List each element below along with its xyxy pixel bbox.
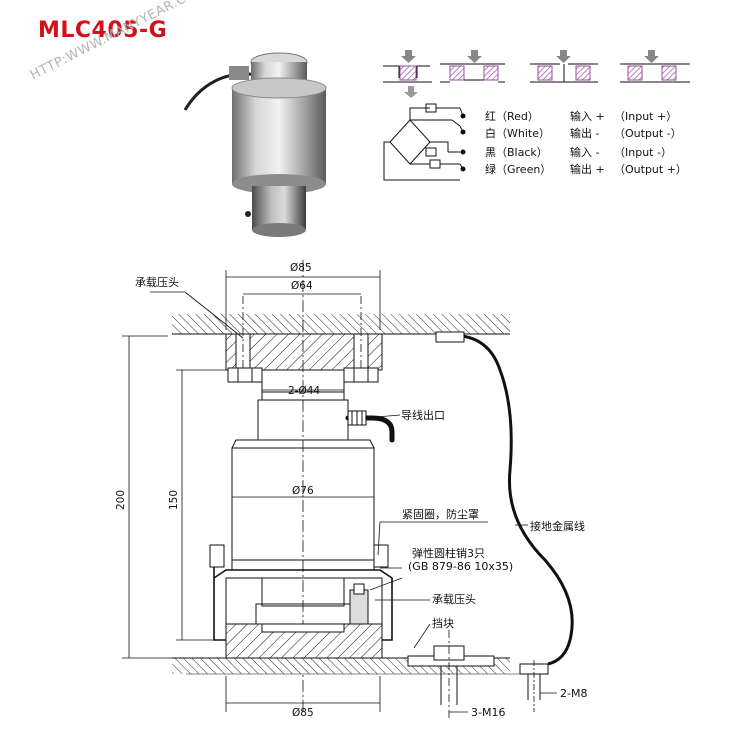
wiring-row-2-signal-en: （Output -）: [614, 127, 682, 140]
wiring-row-4-color: 绿（Green）: [485, 162, 551, 176]
label-bearing-head-top: 承载压头: [135, 276, 179, 289]
top-mount-plate: [172, 296, 510, 383]
wiring-row-3-signal-en: （Input -）: [614, 146, 672, 159]
wiring-row-3-color: 黑（Black）: [485, 146, 548, 159]
support-pad-diagrams: [383, 50, 690, 98]
wiring-row-4-signal: 输出 +: [570, 162, 605, 176]
dim-d64: Ø64: [291, 280, 313, 292]
dim-d85-top: Ø85: [290, 262, 312, 274]
wiring-row-4-signal-en: （Output +）: [614, 163, 687, 176]
bridge-circuit: [383, 103, 466, 181]
stop-block: [407, 630, 495, 720]
wiring-row-2-color: 白（White）: [485, 126, 550, 140]
wiring-row-3-signal: 输入 -: [570, 145, 599, 159]
label-bolt-m16: 3-M16: [471, 706, 505, 719]
ground-wire: [435, 331, 574, 666]
label-elastic-pin: 弹性圆柱销3只: [412, 546, 485, 560]
ground-bolt: [519, 660, 549, 712]
dim-d76: Ø76: [292, 485, 314, 497]
dim-d85-bottom: Ø85: [292, 707, 314, 719]
label-ground-wire: 接地金属线: [530, 519, 585, 533]
wiring-row-2-signal: 输出 -: [570, 126, 599, 140]
load-cell-photo: [183, 52, 327, 237]
leader-lines: [150, 291, 557, 713]
dim-h200: 200: [115, 490, 127, 510]
label-cable-outlet: 导线出口: [401, 408, 445, 422]
label-bolt-m8: 2-M8: [560, 687, 587, 700]
wiring-legend: 红（Red） 输入 + （Input +） 白（White） 输出 - （Out…: [485, 109, 687, 176]
wiring-row-1-color: 红（Red）: [485, 110, 539, 123]
label-bearing-head-bottom: 承载压头: [432, 593, 476, 606]
dim-2-d44: 2-Ø44: [288, 385, 320, 397]
label-elastic-pin-standard: (GB 879-86 10x35): [408, 560, 513, 573]
wiring-row-1-signal-en: （Input +）: [614, 110, 677, 123]
dimension-lines: [122, 270, 381, 712]
dim-h150: 150: [168, 490, 180, 510]
wiring-row-1-signal: 输入 +: [570, 109, 605, 123]
product-title: MLC405-G: [38, 18, 168, 43]
label-stop-block: 挡块: [432, 616, 454, 630]
label-clamp-dust-cover: 紧固圈，防尘罩: [402, 507, 479, 521]
